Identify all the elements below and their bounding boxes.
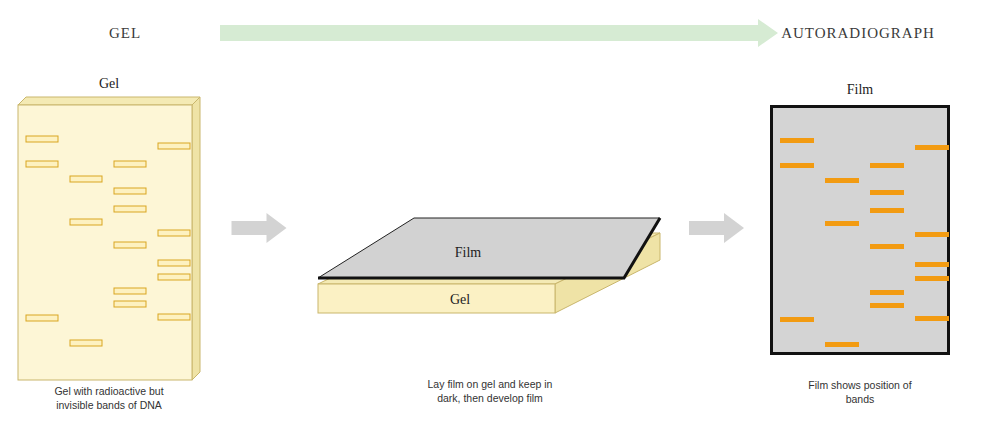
step-caption: Lay film on gel and keep in dark, then d… xyxy=(419,378,561,405)
panel-heading: Gel xyxy=(99,75,119,93)
autoradiograph-film: FilmFilm shows position of bands xyxy=(770,105,950,355)
stage-title: AUTORADIOGRAPH xyxy=(781,24,935,44)
panel-caption: Gel with radioactive but invisible bands… xyxy=(48,385,170,412)
gel-block: GelGel with radioactive but invisible ba… xyxy=(18,97,200,380)
film-sheet-outline xyxy=(318,218,663,280)
process-arrow xyxy=(689,213,744,243)
panel-caption: Film shows position of bands xyxy=(799,379,921,406)
gel-block-outline xyxy=(18,97,200,380)
process-arrow xyxy=(232,213,287,243)
slab-label: Gel xyxy=(450,291,470,309)
sheet-label: Film xyxy=(455,244,481,262)
autoradiograph-film-outline xyxy=(770,105,950,355)
process-arrow xyxy=(220,19,778,47)
panel-heading: Film xyxy=(847,81,873,99)
film-sheet: Film xyxy=(318,218,663,280)
stage-title: GEL xyxy=(109,24,141,44)
